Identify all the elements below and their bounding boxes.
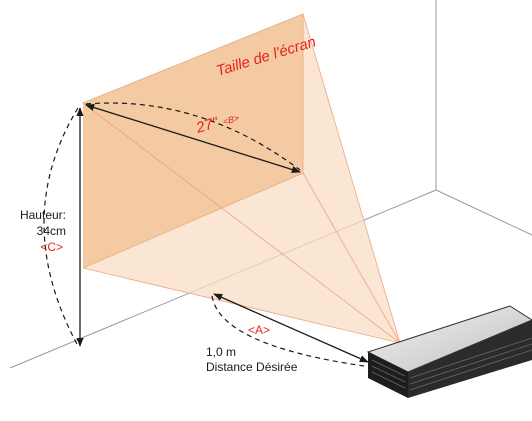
height-tag: <C> (40, 240, 63, 254)
diagonal-dashed-arc (85, 102, 301, 171)
diagonal-label: 27" <B> (193, 113, 240, 137)
diagonal-tag: <B> (221, 113, 240, 127)
height-dashed-arc (43, 107, 79, 347)
projector (366, 305, 532, 398)
distance-value: 1,0 m (206, 345, 236, 359)
diagonal-arrow (85, 103, 301, 174)
distance-title: Distance Désirée (206, 360, 298, 374)
height-value: 34cm (37, 224, 66, 238)
distance-arrow (213, 293, 369, 363)
distance-tag: <A> (248, 323, 270, 337)
screen-outline (82, 13, 304, 269)
diagonal-value: 27" (193, 114, 221, 137)
height-title: Hauteur: (20, 208, 66, 222)
distance-dashed-arc (211, 295, 365, 367)
